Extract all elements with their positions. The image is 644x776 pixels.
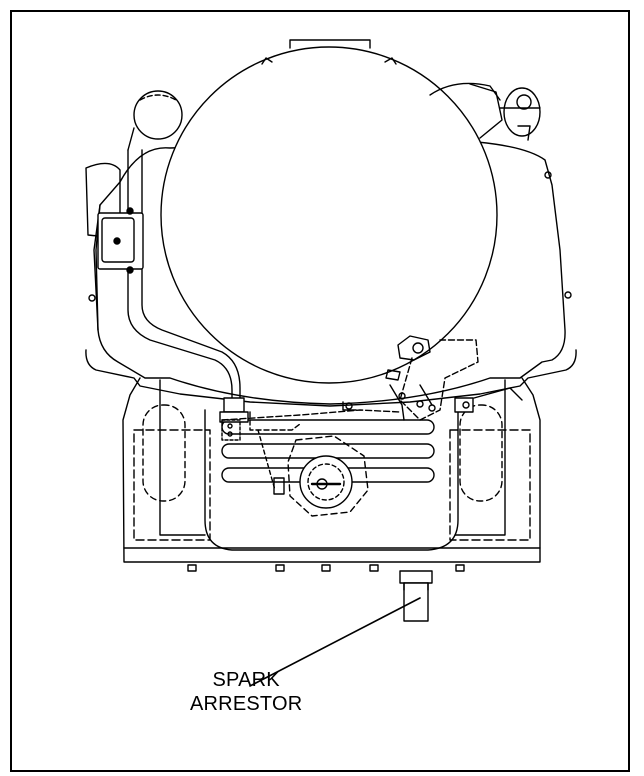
choke-knob xyxy=(287,435,369,517)
oil-fill-assembly xyxy=(127,90,249,423)
spark-arrestor xyxy=(399,570,433,622)
right-fitting xyxy=(88,82,572,302)
spark-arrestor-label: SPARK ARRESTOR xyxy=(190,668,302,716)
label-line-1: SPARK xyxy=(212,669,280,691)
callout-leader-line xyxy=(249,597,421,687)
figure-frame xyxy=(10,10,630,772)
side-box xyxy=(85,162,144,274)
label-line-2: ARRESTOR xyxy=(190,693,303,715)
linkage xyxy=(221,335,523,495)
air-cleaner-cover xyxy=(160,39,498,384)
